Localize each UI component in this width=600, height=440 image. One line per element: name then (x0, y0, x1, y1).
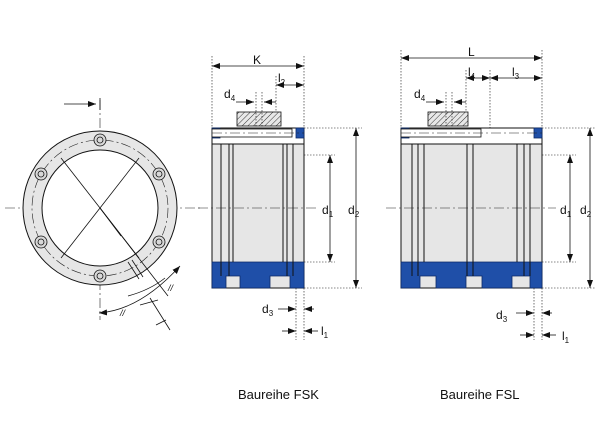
fsl-view: L l4 l3 d4 d1 d2 d3 l1 Baureihe FSL (386, 45, 596, 402)
fsl-label-d1: d1 (560, 203, 572, 219)
fsl-label-d2: d2 (580, 203, 592, 219)
fsl-label-L: L (468, 45, 475, 59)
fsk-label-l1: l1 (321, 324, 329, 340)
fsk-label-d1: d1 (322, 203, 334, 219)
fsl-caption: Baureihe FSL (440, 387, 520, 402)
fsk-screw-head (236, 111, 282, 127)
fsl-screw-head (427, 111, 469, 127)
fsl-label-l3: l3 (512, 65, 520, 81)
fsl-label-l1: l1 (562, 329, 570, 345)
fsl-label-d4: d4 (414, 87, 426, 103)
svg-text://: // (167, 283, 175, 293)
fsl-label-d3: d3 (496, 308, 508, 324)
fsl-label-l4: l4 (468, 65, 476, 81)
fsk-label-d2: d2 (348, 203, 360, 219)
front-view: // // (5, 98, 200, 331)
fsk-label-d4: d4 (224, 87, 236, 103)
fsk-label-l2: l2 (278, 71, 286, 87)
fsk-view: K l2 d4 d1 d2 d3 l1 Baureihe FSK (198, 53, 362, 402)
svg-text://: // (119, 308, 127, 318)
fsk-label-d3: d3 (262, 302, 274, 318)
fsk-caption: Baureihe FSK (238, 387, 319, 402)
fsk-blue-flange (211, 261, 305, 289)
fsk-label-K: K (253, 53, 261, 67)
